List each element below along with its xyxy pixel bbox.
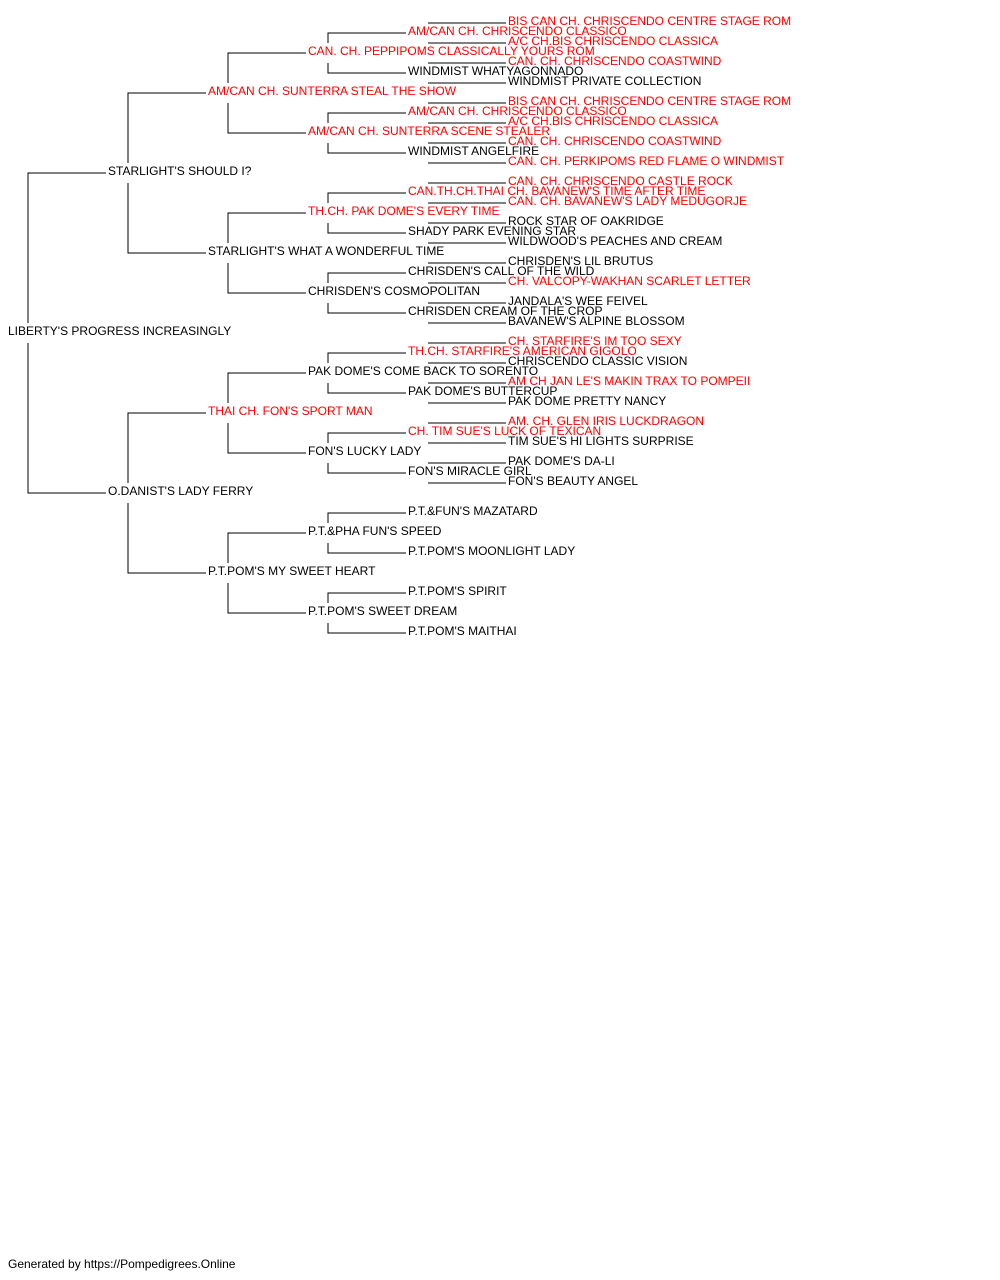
connector-line (227, 263, 306, 294)
connector-line (327, 223, 406, 234)
pedigree-entry: STARLIGHT'S SHOULD I? (108, 164, 252, 178)
pedigree-entry: AM/CAN CH. SUNTERRA SCENE STEALER (308, 124, 551, 138)
connector-line (127, 92, 206, 163)
pedigree-entry: TH.CH. STARFIRE'S AMERICAN GIGOLO (408, 344, 637, 358)
pedigree-entry: PAK DOME'S DA-LI (508, 454, 615, 468)
pedigree-entry: PAK DOME PRETTY NANCY (508, 394, 667, 408)
pedigree-entry: CAN. CH. PERKIPOMS RED FLAME O WINDMIST (508, 154, 785, 168)
connector-line (327, 543, 406, 554)
connector-line (227, 103, 306, 134)
connector-line (327, 63, 406, 74)
connector-line (127, 503, 206, 574)
pedigree-entry: CH. VALCOPY-WAKHAN SCARLET LETTER (508, 274, 751, 288)
pedigree-entry: CHRISCENDO CLASSIC VISION (508, 354, 688, 368)
connector-line (227, 372, 306, 403)
pedigree-entry: THAI CH. FON'S SPORT MAN (208, 404, 373, 418)
connector-line (327, 303, 406, 314)
pedigree-entry: STARLIGHT'S WHAT A WONDERFUL TIME (208, 244, 445, 258)
connector-line (127, 183, 206, 254)
pedigree-entry: CHRISDEN'S LIL BRUTUS (508, 254, 654, 268)
pedigree-entry: A/C CH.BIS CHRISCENDO CLASSICA (508, 34, 719, 48)
pedigree-entry: AM CH JAN LE'S MAKIN TRAX TO POMPEII (508, 374, 751, 388)
pedigree-entry: P.T.&FUN'S MAZATARD (408, 504, 538, 518)
pedigree-entry: WINDMIST WHATYAGONNADO (408, 64, 584, 78)
pedigree-entry: CHRISDEN'S CALL OF THE WILD (408, 264, 595, 278)
pedigree-entry: FON'S BEAUTY ANGEL (508, 474, 639, 488)
pedigree-entry: AM/CAN CH. SUNTERRA STEAL THE SHOW (208, 84, 457, 98)
pedigree-entry: CAN. CH. PEPPIPOMS CLASSICALLY YOURS ROM (308, 44, 595, 58)
pedigree-entry: PAK DOME'S COME BACK TO SORENTO (308, 364, 539, 378)
pedigree-entry: P.T.POM'S MY SWEET HEART (208, 564, 376, 578)
pedigree-entry: FON'S MIRACLE GIRL (408, 464, 532, 478)
pedigree-entry: CAN. CH. CHRISCENDO COASTWIND (508, 134, 722, 148)
connector-line (327, 623, 406, 634)
pedigree-entry: CHRISDEN CREAM OF THE CROP (408, 304, 603, 318)
pedigree-entry: TIM SUE'S HI LIGHTS SURPRISE (508, 434, 694, 448)
connector-line (227, 532, 306, 563)
pedigree-entry: CAN. CH. CHRISCENDO CASTLE ROCK (508, 174, 733, 188)
connector-line (327, 192, 406, 203)
pedigree-entry: FON'S LUCKY LADY (308, 444, 422, 458)
connector-line (27, 343, 106, 494)
pedigree-entry: P.T.POM'S MAITHAI (408, 624, 517, 638)
connector-line (327, 112, 406, 123)
pedigree-entry: CHRISDEN'S COSMOPOLITAN (308, 284, 481, 298)
connector-line (127, 412, 206, 483)
pedigree-entry: P.T.POM'S SPIRIT (408, 584, 507, 598)
pedigree-entry: WINDMIST PRIVATE COLLECTION (508, 74, 702, 88)
pedigree-entry: WILDWOOD'S PEACHES AND CREAM (508, 234, 723, 248)
pedigree-entry: P.T.POM'S MOONLIGHT LADY (408, 544, 576, 558)
connector-line (327, 143, 406, 154)
pedigree-entry: P.T.&PHA FUN'S SPEED (308, 524, 442, 538)
pedigree-entry: LIBERTY'S PROGRESS INCREASINGLY (8, 324, 232, 338)
generated-by-footer: Generated by https://Pompedigrees.Online (8, 1257, 236, 1271)
connector-line (327, 383, 406, 394)
connector-line (327, 592, 406, 603)
pedigree-entry: A/C CH.BIS CHRISCENDO CLASSICA (508, 114, 719, 128)
connector-line (327, 432, 406, 443)
pedigree-entry: CAN. CH. BAVANEW'S LADY MEDUGORJE (508, 194, 747, 208)
pedigree-entry: BAVANEW'S ALPINE BLOSSOM (508, 314, 685, 328)
pedigree-entry: JANDALA'S WEE FEIVEL (508, 294, 648, 308)
connector-line (327, 272, 406, 283)
pedigree-entry: BIS CAN CH. CHRISCENDO CENTRE STAGE ROM (508, 14, 792, 28)
pedigree-entry: AM/CAN CH. CHRISCENDO CLASSICO (408, 24, 627, 38)
pedigree-entry: P.T.POM'S SWEET DREAM (308, 604, 458, 618)
connector-line (327, 352, 406, 363)
connector-line (327, 512, 406, 523)
connector-line (27, 172, 106, 323)
pedigree-entry: CH. TIM SUE'S LUCK OF TEXICAN (408, 424, 602, 438)
pedigree-entry: SHADY PARK EVENING STAR (408, 224, 577, 238)
pedigree-entry: O.DANIST'S LADY FERRY (108, 484, 254, 498)
pedigree-entry: CH. STARFIRE'S IM TOO SEXY (508, 334, 682, 348)
pedigree-entry: WINDMIST ANGELFIRE (408, 144, 540, 158)
connector-line (327, 463, 406, 474)
pedigree-entry: TH.CH. PAK DOME'S EVERY TIME (308, 204, 500, 218)
pedigree-entry: CAN.TH.CH.THAI CH. BAVANEW'S TIME AFTER … (408, 184, 706, 198)
pedigree-entry: CAN. CH. CHRISCENDO COASTWIND (508, 54, 722, 68)
connector-line (227, 423, 306, 454)
pedigree-entry: ROCK STAR OF OAKRIDGE (508, 214, 664, 228)
connector-line (227, 583, 306, 614)
connector-line (227, 212, 306, 243)
pedigree-entry: BIS CAN CH. CHRISCENDO CENTRE STAGE ROM (508, 94, 792, 108)
connector-line (227, 52, 306, 83)
pedigree-entry: AM/CAN CH. CHRISCENDO CLASSICO (408, 104, 627, 118)
pedigree-entry: PAK DOME'S BUTTERCUP (408, 384, 558, 398)
connector-line (327, 32, 406, 43)
pedigree-entry: AM. CH. GLEN IRIS LUCKDRAGON (508, 414, 705, 428)
